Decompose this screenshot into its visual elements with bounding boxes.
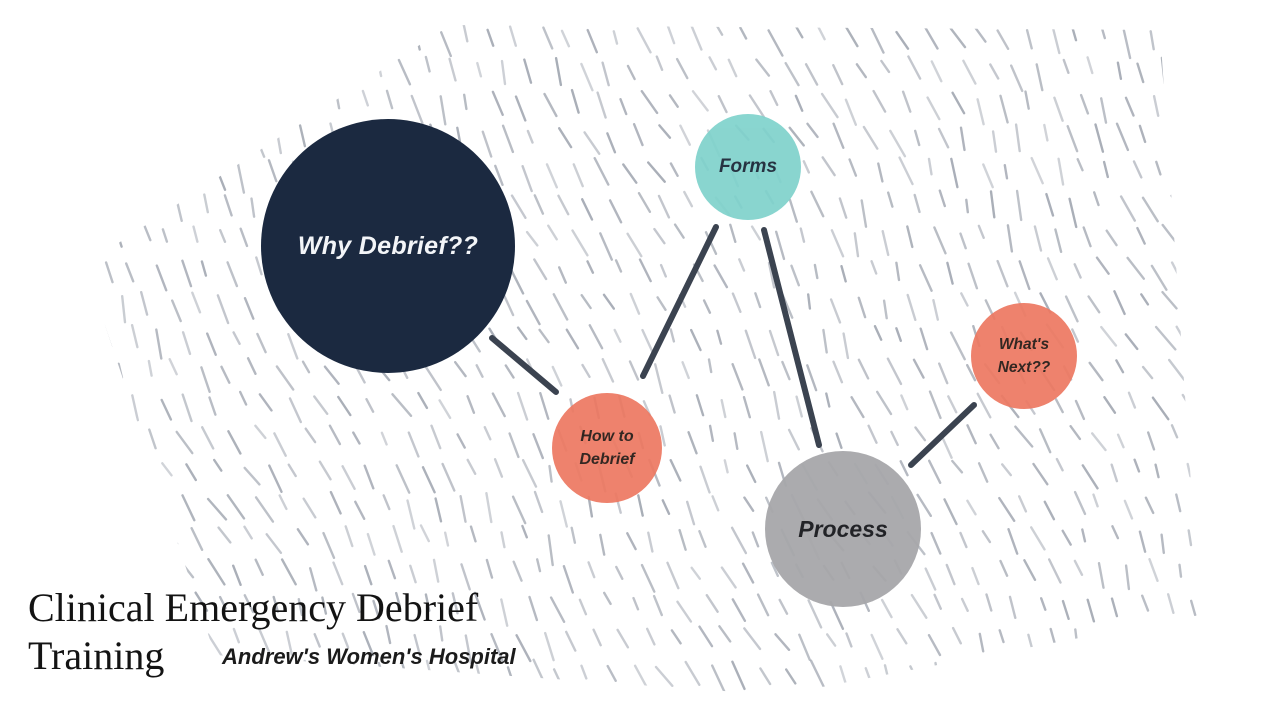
topic-circle-why-debrief[interactable]: Why Debrief?? (261, 119, 515, 373)
slide-subtitle: Andrew's Women's Hospital (222, 644, 516, 669)
topic-circle-whats-next[interactable]: What's Next?? (971, 303, 1077, 409)
topic-label: How to Debrief (579, 427, 635, 468)
topic-label: Why Debrief?? (297, 231, 479, 260)
topic-label: What's Next?? (997, 335, 1051, 376)
topic-label: Forms (718, 156, 778, 177)
topic-label: Process (798, 515, 888, 542)
topic-circle-process[interactable]: Process (765, 451, 921, 607)
slide-title: Clinical Emergency Debrief Training (28, 584, 478, 680)
connector-forms-to-process (761, 227, 822, 448)
slide-title-line2: Training (28, 633, 165, 678)
connector-forms-to-how (640, 224, 719, 379)
connector-why-to-how (489, 335, 559, 395)
topic-circle-forms[interactable]: Forms (695, 114, 801, 220)
slide-title-line1: Clinical Emergency Debrief (28, 585, 479, 630)
topic-circle-how-to-debrief[interactable]: How to Debrief (552, 393, 662, 503)
connector-process-to-next (908, 402, 977, 468)
